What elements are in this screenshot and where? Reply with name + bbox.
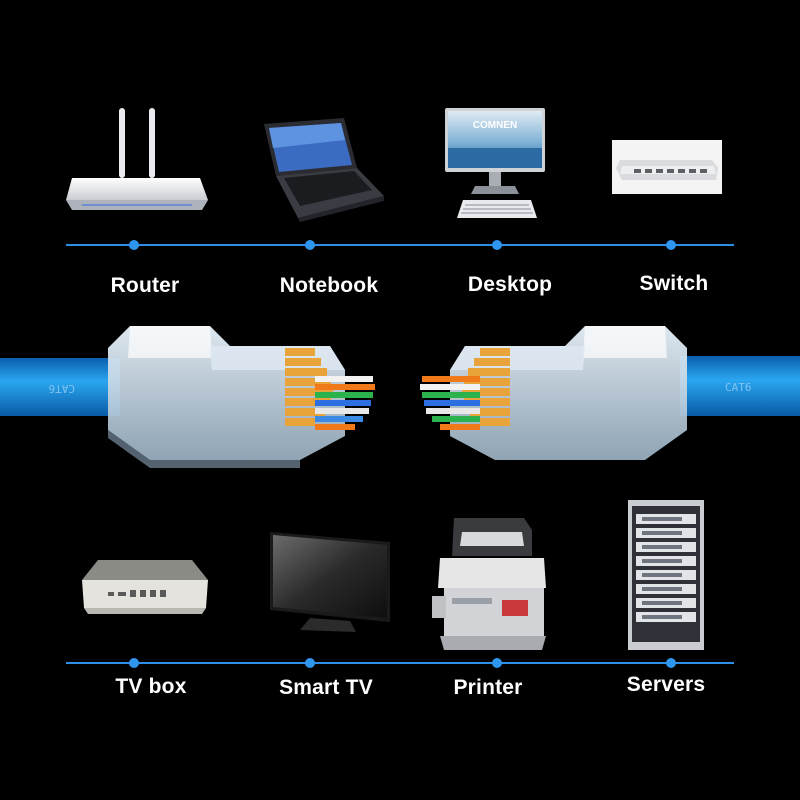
- top-node-notebook: [305, 240, 315, 250]
- server-rack-icon: [628, 500, 708, 652]
- label-switch: Switch: [639, 272, 709, 295]
- bottom-node-smart-tv: [305, 658, 315, 668]
- label-smart-tv: Smart TV: [279, 676, 373, 699]
- notebook-icon: [262, 118, 387, 222]
- top-connection-line: [66, 244, 734, 246]
- cable-print-right: CAT6: [725, 381, 752, 394]
- monitor-brand: COMNEN: [473, 120, 517, 131]
- label-notebook: Notebook: [279, 274, 379, 297]
- bottom-connection-line: [66, 662, 734, 664]
- label-desktop: Desktop: [467, 273, 553, 296]
- bottom-node-printer: [492, 658, 502, 668]
- printer-icon: [432, 518, 552, 653]
- top-node-switch: [666, 240, 676, 250]
- bottom-node-tv-box: [129, 658, 139, 668]
- router-icon: [62, 108, 212, 218]
- smart-tv-icon: [270, 532, 395, 637]
- top-node-desktop: [492, 240, 502, 250]
- desktop-icon: COMNEN: [445, 108, 547, 226]
- label-servers: Servers: [626, 673, 706, 696]
- label-router: Router: [110, 274, 180, 297]
- cable-print-left: CAT6: [49, 382, 76, 395]
- tv-box-icon: [78, 558, 213, 616]
- label-printer: Printer: [453, 676, 523, 699]
- label-tv-box: TV box: [115, 675, 187, 698]
- rj45-connector-left-icon: CAT6: [0, 318, 380, 468]
- top-node-router: [129, 240, 139, 250]
- rj45-connector-right-icon: CAT6: [415, 318, 800, 468]
- switch-icon: [612, 140, 724, 196]
- bottom-node-servers: [666, 658, 676, 668]
